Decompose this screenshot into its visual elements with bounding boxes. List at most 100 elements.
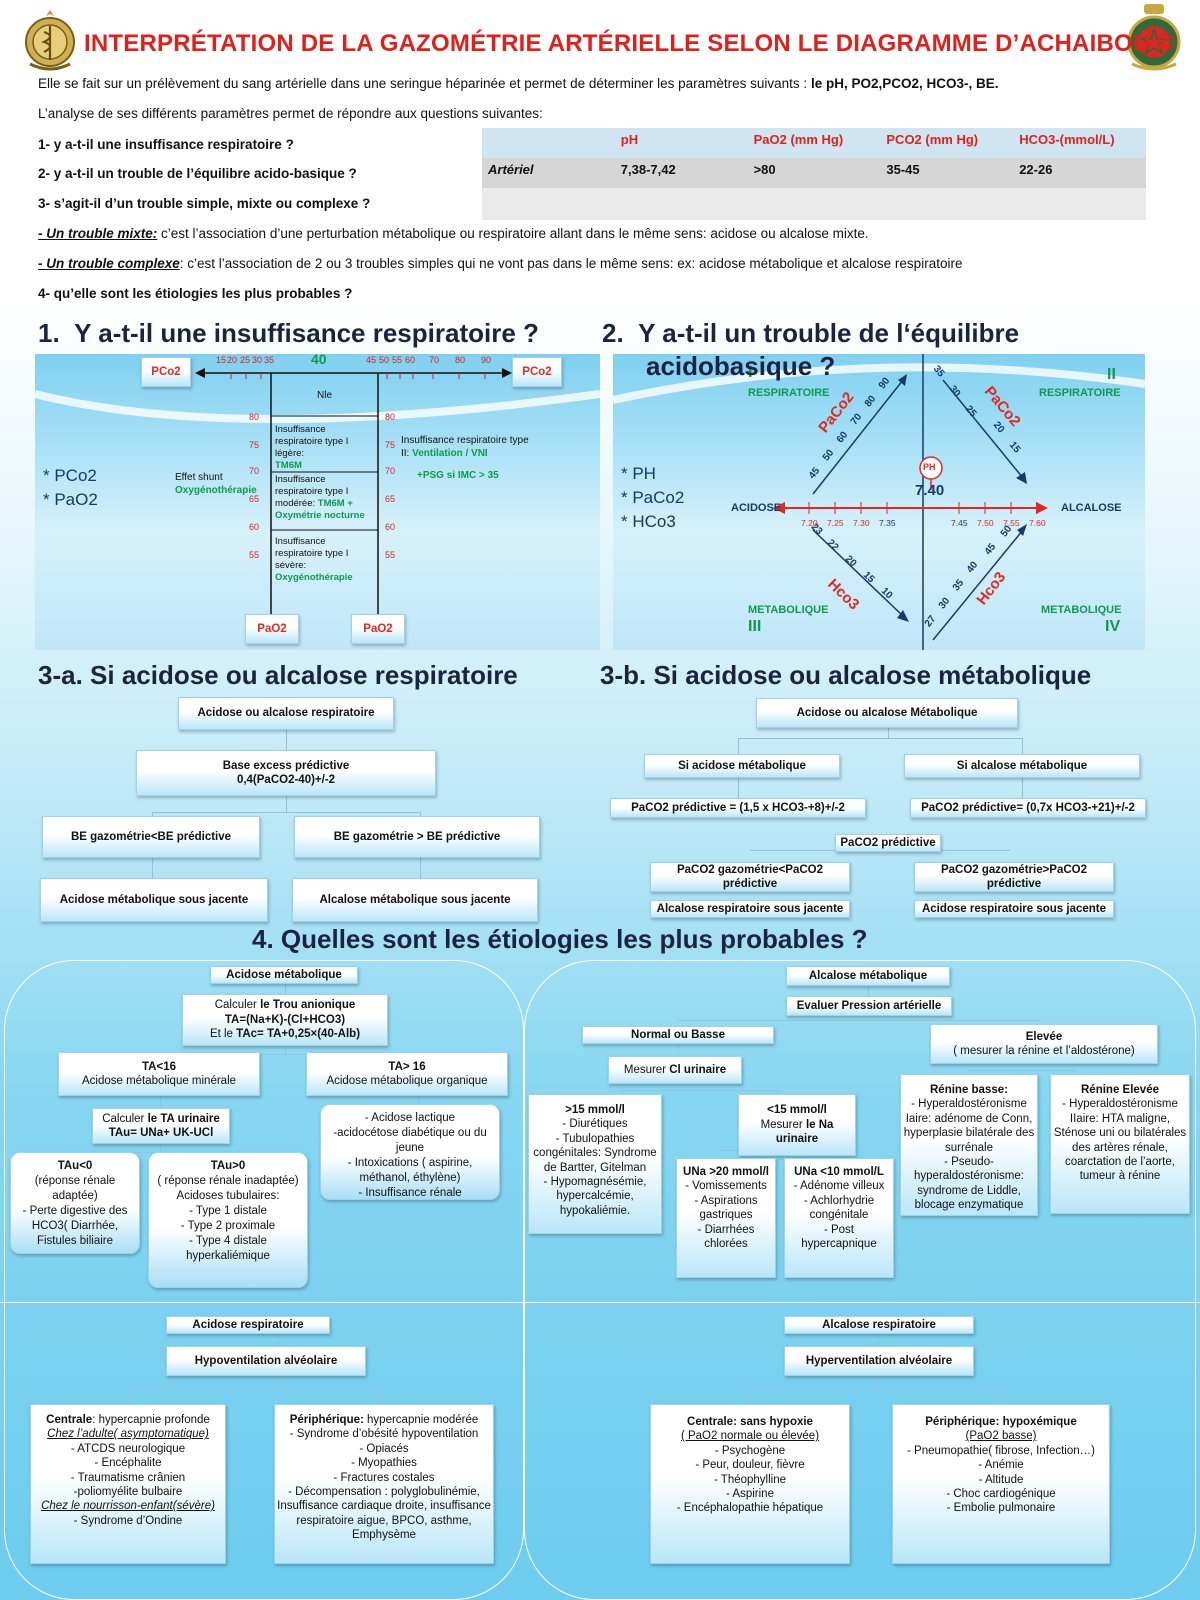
list-item: - Type 4 distale hyperkaliémique xyxy=(186,1234,270,1262)
side-tick-60-right: 60 xyxy=(385,522,396,532)
connector xyxy=(678,1038,679,1050)
list-item: - Décompensation : polyglobulinémie, Ins… xyxy=(277,1485,491,1541)
box-cl-above-15: >15 mmol/l - Diurétiques - Tubulopathies… xyxy=(528,1094,662,1234)
connector xyxy=(966,1070,1076,1071)
list-item: - Hyperaldostéronisme Iaire: adénome de … xyxy=(903,1098,1035,1154)
medical-corps-emblem-icon xyxy=(25,10,75,71)
connector xyxy=(738,778,739,798)
list-item: - Type 1 distale xyxy=(189,1204,267,1217)
table-header: HCO3-(mmol/L) xyxy=(1013,128,1146,158)
calc-prefix: Calculer xyxy=(214,999,261,1012)
corrected-anion-gap: TAc= TA+0,25×(40-Alb) xyxy=(236,1028,361,1041)
connector xyxy=(286,730,287,750)
ta-low-desc: Acidose métabolique minérale xyxy=(81,1075,237,1087)
list-item: - Traumatisme crânien xyxy=(70,1471,186,1484)
connector xyxy=(286,796,287,812)
box-ta-low: TA<16 Acidose métabolique minérale xyxy=(58,1052,260,1096)
box-metabolic-acidosis: Acidose métabolique xyxy=(210,966,358,984)
type1-moderate-treatment-1: TM6M + xyxy=(317,497,353,509)
table-header xyxy=(482,128,615,158)
tick-15: 15 xyxy=(216,355,227,365)
box-low-renin: Rénine basse: - Hyperaldostéronisme Iair… xyxy=(900,1074,1038,1216)
table-header: PCO2 (mm Hg) xyxy=(880,128,1014,158)
tick-35: 35 xyxy=(264,355,275,365)
connector xyxy=(868,986,869,996)
box-bp-elevated: Elevée ( mesurer la rénine et l’aldostér… xyxy=(930,1024,1158,1064)
acid-base-diagram: I RESPIRATOIRE II RESPIRATOIRE METABOLIQ… xyxy=(613,354,1145,650)
type1-moderate: Insuffisance respiratoire type I modérée… xyxy=(275,474,375,522)
central-desc: : hypercapnie profonde xyxy=(92,1414,210,1426)
tau-negative-title: TAu<0 xyxy=(57,1160,93,1172)
complexe-label: - Un trouble complexe xyxy=(38,256,180,271)
calc-anion-gap: le Trou anionique xyxy=(260,999,356,1012)
side-tick-80-right: 80 xyxy=(385,412,396,422)
central-desc: ( PaO2 normale ou élevée) xyxy=(680,1430,820,1443)
intro-params: le pH, PO2,PCO2, HCO3-, BE. xyxy=(810,76,999,91)
section-2-heading-line2: acidobasique ? xyxy=(646,351,836,381)
box-tau-positive: TAu>0 ( réponse rénale inadaptée) Acidos… xyxy=(148,1152,308,1288)
table-header: PaO2 (mm Hg) xyxy=(747,128,881,158)
list-item: -poliomyélite bulbaire xyxy=(73,1485,183,1498)
list-item: - Anémie xyxy=(978,1459,1024,1472)
section-2-heading: 2. Y a-t-il un trouble de l‘équilibre xyxy=(602,318,1019,349)
side-tick-70-left: 70 xyxy=(249,466,260,476)
connector xyxy=(750,1386,751,1404)
list-item: ( réponse rénale inadaptée) xyxy=(157,1174,299,1187)
list-item: - Pseudo-hyperaldostéronisme: syndrome d… xyxy=(914,1155,1024,1211)
connector xyxy=(738,738,1022,739)
table-header: pH xyxy=(614,128,748,158)
list-item: Acidoses tubulaires: xyxy=(176,1189,280,1202)
table-header-row: pH PaO2 (mm Hg) PCO2 (mm Hg) HCO3-(mmol/… xyxy=(482,128,1146,158)
list-item: - Théophylline xyxy=(713,1473,787,1486)
box-underlying-met-acidosis: Acidose métabolique sous jacente xyxy=(40,878,268,922)
central-title: Centrale xyxy=(46,1414,93,1426)
connector xyxy=(420,812,421,816)
type2-label: Insuffisance respiratoire type II: xyxy=(401,435,529,459)
tick-60: 60 xyxy=(405,355,416,365)
section-1-heading: 1. Y a-t-il une insuffisance respiratoir… xyxy=(38,318,539,349)
table-cell: 35-45 xyxy=(880,158,1014,188)
type1-severe-treatment: Oxygénothérapie xyxy=(275,571,353,583)
list-item: - Aspirine xyxy=(726,1487,774,1500)
central-adult: Chez l’adulte( asymptomatique) xyxy=(47,1428,209,1441)
list-item: - Encéphalopathie hépatique xyxy=(676,1502,824,1515)
type1-light-treatment: TM6M xyxy=(275,459,302,471)
connector xyxy=(128,1386,382,1387)
shunt-treatment: Oxygénothérapie xyxy=(175,485,257,496)
connector xyxy=(382,1386,383,1404)
bp-elevated-title: Elevée xyxy=(1025,1030,1063,1043)
side-tick-75-right: 75 xyxy=(385,440,396,450)
connector xyxy=(278,1370,279,1386)
peripheral-title: Périphérique: hypoxémique xyxy=(925,1416,1077,1428)
side-tick-55-left: 55 xyxy=(249,550,260,560)
connector xyxy=(285,1046,286,1054)
section-1-number: 1. xyxy=(38,318,60,348)
section-divider xyxy=(0,1302,1200,1303)
type1-light: Insuffisance respiratoire type I légère:… xyxy=(275,424,375,472)
base-excess-label: Base excess prédictive xyxy=(222,759,350,772)
pao2-box-right: PaO2 xyxy=(351,614,405,644)
list-item: - Choc cardiogénique xyxy=(946,1487,1056,1500)
section-4-title: 4. Quelles sont les étiologies les plus … xyxy=(252,924,868,954)
tau-positive-title: TAu>0 xyxy=(210,1160,246,1172)
list-item: - Vomissements xyxy=(685,1180,767,1193)
mixte-text: c’est l’association d’une perturbation m… xyxy=(157,226,869,241)
urinary-ta-formula: TAu= UNa+ UK-UCl xyxy=(108,1127,214,1139)
box-hyperventilation: Hyperventilation alvéolaire xyxy=(784,1346,974,1376)
urinary-na-label: le Na urinaire xyxy=(775,1118,834,1146)
ph-tick-750: 7.50 xyxy=(977,518,994,528)
acidose-label: ACIDOSE xyxy=(731,502,782,514)
list-item: - ATCDS neurologique xyxy=(70,1442,186,1455)
box-if-met-alkalosis: Si alcalose métabolique xyxy=(904,754,1140,778)
list-item: - Syndrome d’obésité hypoventilation xyxy=(289,1428,479,1441)
page-title: INTERPRÉTATION DE LA GAZOMÉTRIE ARTÉRIEL… xyxy=(84,30,1176,57)
list-item: - Opiacés xyxy=(359,1442,409,1455)
param-label-paco2: * PaCo2 xyxy=(621,488,685,507)
alcalose-label: ALCALOSE xyxy=(1061,502,1122,514)
list-item: - Achlorhydrie congénitale xyxy=(803,1194,875,1222)
connector xyxy=(878,1376,879,1386)
box-paco2-predictive-alkalosis: PaCO2 prédictive= (0,7x HCO3-+21)+/-2 xyxy=(910,798,1146,818)
tick-90: 90 xyxy=(481,355,492,365)
connector xyxy=(160,1144,161,1152)
param-label-pco2: * PCo2 xyxy=(43,466,97,485)
